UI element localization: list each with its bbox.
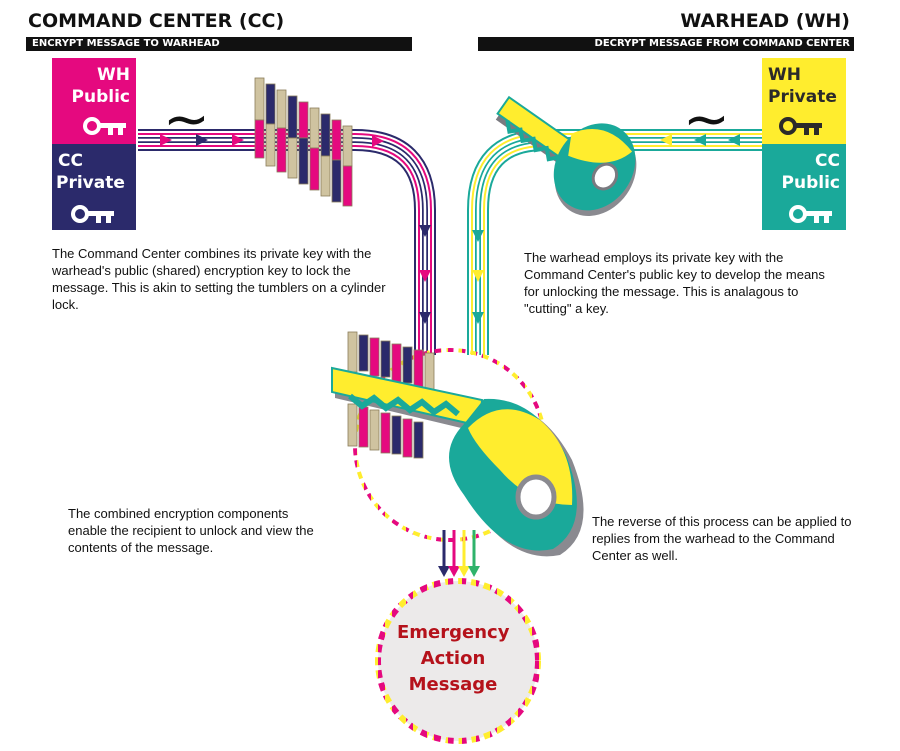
cc-pipe-arrows bbox=[160, 134, 431, 324]
cc-pipe bbox=[138, 129, 436, 355]
reverse-description: The reverse of this process can be appli… bbox=[592, 514, 852, 563]
left-subtitle: ENCRYPT MESSAGE TO WARHEAD bbox=[32, 38, 220, 49]
cc-private-line1: CC bbox=[58, 151, 83, 171]
output-arrows bbox=[438, 530, 480, 577]
cc-public-line1: CC bbox=[815, 151, 840, 171]
cc-private-line2: Private bbox=[56, 173, 125, 193]
key-icon bbox=[789, 205, 832, 223]
left-title: COMMAND CENTER (CC) bbox=[28, 10, 285, 32]
message-line1: Emergency bbox=[397, 622, 510, 643]
key-icon bbox=[779, 117, 822, 135]
left-subtitle-bar bbox=[26, 37, 412, 51]
right-subtitle-bar bbox=[478, 37, 854, 51]
combined-description: The combined encryption components enabl… bbox=[68, 506, 314, 555]
key-icon bbox=[83, 117, 126, 135]
tumbler-block-center bbox=[347, 331, 435, 459]
wh-public-line1: WH bbox=[97, 65, 130, 85]
wh-private-line1: WH bbox=[768, 65, 801, 85]
cc-public-line2: Public bbox=[781, 173, 840, 193]
wh-private-key-box: WH Private bbox=[762, 58, 846, 144]
message-circle bbox=[375, 578, 541, 744]
cc-private-key-box: CC Private bbox=[52, 144, 136, 230]
tilde-left: ~ bbox=[163, 87, 210, 152]
cc-encrypt-description: The Command Center combines its private … bbox=[52, 246, 386, 312]
wh-public-key-box: WH Public bbox=[52, 58, 136, 144]
wh-decrypt-description: The warhead employs its private key with… bbox=[524, 250, 825, 316]
message-line2: Action bbox=[420, 648, 486, 669]
tilde-right: ~ bbox=[683, 87, 730, 152]
cc-public-key-box: CC Public bbox=[762, 144, 846, 230]
large-key bbox=[331, 366, 584, 557]
right-title: WARHEAD (WH) bbox=[680, 10, 850, 32]
message-line3: Message bbox=[408, 674, 498, 695]
wh-private-line2: Private bbox=[768, 87, 837, 107]
right-subtitle: DECRYPT MESSAGE FROM COMMAND CENTER bbox=[594, 38, 850, 49]
emergency-action-message: Emergency Action Message bbox=[397, 620, 509, 698]
floating-key-top bbox=[495, 95, 637, 216]
wh-public-line2: Public bbox=[71, 87, 130, 107]
key-icon bbox=[71, 205, 114, 223]
tumbler-block-top bbox=[254, 77, 353, 207]
